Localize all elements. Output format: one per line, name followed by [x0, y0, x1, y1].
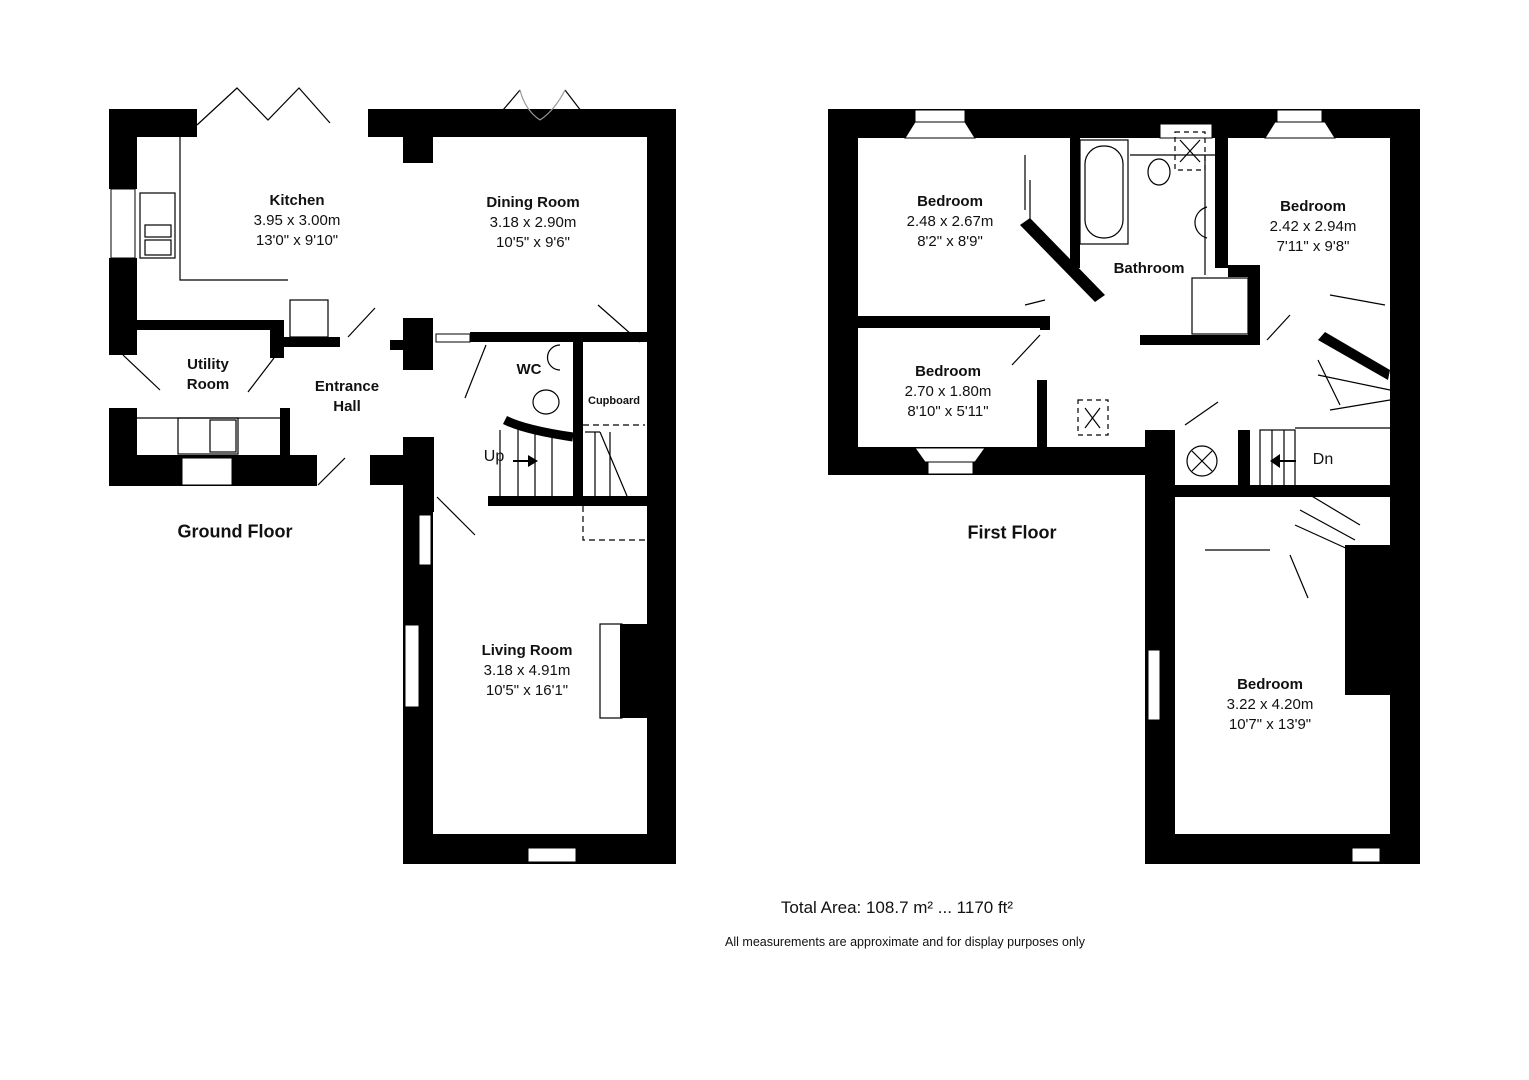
room-bedroom-4: Bedroom 3.22 x 4.20m 10'7" x 13'9": [1227, 675, 1314, 735]
room-imperial: 7'11" x 9'8": [1276, 238, 1350, 255]
room-imperial: 10'7" x 13'9": [1228, 716, 1312, 733]
ground-floor-walls: [109, 109, 676, 864]
room-wc: WC: [516, 361, 542, 378]
room-name: Living Room: [481, 642, 573, 659]
room-imperial: 10'5" x 16'1": [485, 682, 569, 699]
room-name-line2: Room: [186, 376, 230, 393]
room-bedroom-3: Bedroom 2.70 x 1.80m 8'10" x 5'11": [905, 362, 992, 422]
room-dining-room: Dining Room 3.18 x 2.90m 10'5" x 9'6": [486, 193, 579, 253]
room-imperial: 13'0" x 9'10": [255, 232, 339, 249]
room-bedroom-2: Bedroom 2.42 x 2.94m 7'11" x 9'8": [1270, 197, 1357, 257]
room-metric: 3.18 x 4.91m: [483, 662, 571, 679]
first-floor-fixtures: [1011, 131, 1391, 599]
room-imperial: 10'5" x 9'6": [496, 234, 570, 251]
first-floor-title: First Floor: [967, 522, 1057, 543]
room-entrance-hall: Entrance Hall: [315, 377, 379, 417]
room-name: Entrance: [314, 378, 380, 395]
ground-stair-arrow: [513, 455, 538, 467]
stair-up-label: Up: [483, 448, 505, 465]
room-metric: 2.42 x 2.94m: [1269, 218, 1357, 235]
total-area: Total Area: 108.7 m² ... 1170 ft²: [780, 898, 1014, 917]
ground-floor-fixtures: [122, 87, 645, 719]
room-imperial: 8'2" x 8'9": [917, 233, 983, 250]
room-metric: 2.70 x 1.80m: [904, 383, 992, 400]
room-name: Bedroom: [1237, 676, 1303, 693]
room-living-room: Living Room 3.18 x 4.91m 10'5" x 16'1": [482, 641, 573, 701]
room-kitchen: Kitchen 3.95 x 3.00m 13'0" x 9'10": [254, 191, 341, 251]
room-name: Bedroom: [917, 193, 983, 210]
room-name: Bedroom: [1280, 198, 1346, 215]
room-name: Kitchen: [269, 192, 325, 209]
stair-down-label: Dn: [1312, 451, 1334, 468]
disclaimer: All measurements are approximate and for…: [725, 935, 1085, 949]
room-name: Bedroom: [915, 363, 981, 380]
first-floor-windows: [904, 109, 1381, 863]
ground-floor-windows: [110, 188, 577, 863]
first-floor-walls: [828, 109, 1420, 864]
first-stair-arrow: [1270, 454, 1296, 468]
room-metric: 3.22 x 4.20m: [1226, 696, 1314, 713]
room-name: Utility: [187, 356, 229, 373]
room-bathroom: Bathroom: [1113, 260, 1185, 277]
room-metric: 3.18 x 2.90m: [489, 214, 577, 231]
room-cupboard: Cupboard: [588, 395, 640, 407]
room-utility: Utility Room: [187, 355, 230, 395]
room-name-line2: Hall: [333, 398, 361, 415]
room-metric: 3.95 x 3.00m: [253, 212, 341, 229]
room-bedroom-1: Bedroom 2.48 x 2.67m 8'2" x 8'9": [907, 192, 994, 252]
ground-floor-title: Ground Floor: [177, 521, 293, 542]
room-imperial: 8'10" x 5'11": [907, 403, 989, 420]
room-name: Dining Room: [486, 194, 580, 211]
room-metric: 2.48 x 2.67m: [906, 213, 994, 230]
